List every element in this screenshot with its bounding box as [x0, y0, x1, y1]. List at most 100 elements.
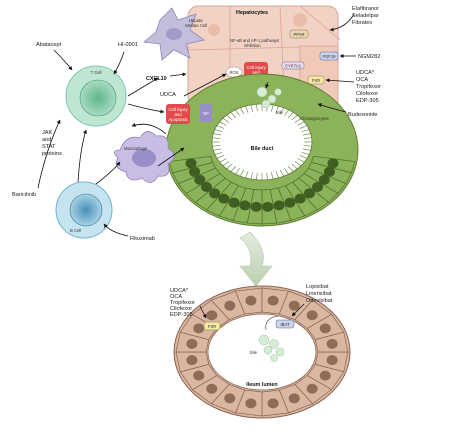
t-cell-label: T Cell: [91, 70, 102, 75]
int-udca-line-2: OCA: [170, 294, 182, 300]
cyp7a1-enzyme: CYP7A1: [281, 61, 305, 70]
elafibranor-arrow: [329, 13, 355, 32]
tcell-to-injury-arrow: [127, 103, 165, 114]
macrophage: Macrophage: [114, 131, 175, 183]
ent-cells-nucleus: [267, 398, 279, 409]
microvillus: [297, 121, 305, 126]
injury-2-line-1: Cell injury: [168, 107, 188, 112]
ent-cells-nucleus: [326, 355, 338, 366]
microvillus: [216, 125, 225, 129]
microvillus: [266, 172, 268, 180]
microvillus: [291, 163, 298, 170]
chol-cells-nucleus: [273, 200, 285, 211]
nfkb-label-2: inhibition: [244, 43, 261, 48]
transition-arrow: [239, 231, 273, 287]
ent-cells-nucleus: [224, 393, 236, 404]
microvillus: [219, 158, 227, 163]
microvillus: [284, 109, 289, 116]
jak-line-1: JAK: [42, 130, 53, 136]
ibat-drug-arrow: [291, 303, 305, 317]
microvillus: [275, 171, 279, 178]
injury-2-line-3: Apoptosis: [168, 117, 188, 122]
chol-cells-nucleus: [228, 197, 240, 208]
budesonide-label: Budesonide: [348, 112, 378, 118]
int-udca-line-5: EDP-305: [170, 312, 193, 318]
ent-cells-nucleus: [245, 295, 257, 306]
injury-2-line-2: and: [174, 112, 182, 117]
microvillus: [297, 158, 305, 163]
ent-cells-nucleus: [193, 323, 205, 334]
microvillus: [235, 168, 240, 175]
bile-bubbles: [256, 86, 282, 109]
int-udca-line-1: UDCA*: [170, 288, 189, 294]
stellate-label-2: Stellate Cell: [185, 23, 207, 28]
arrows-upper: [37, 13, 356, 237]
chol-cells-nucleus: [318, 174, 330, 185]
ent-cells-nucleus: [206, 383, 218, 394]
cxcl10-arrow: [169, 72, 187, 77]
chol-cells-nucleus: [209, 188, 221, 199]
microvillus: [279, 169, 284, 177]
chol-cells-nucleus: [327, 158, 339, 169]
ent-cells-nucleus: [186, 338, 198, 349]
jak-line-4: proteins: [42, 151, 62, 157]
elafibranor-line-1: Elafibranor: [352, 6, 379, 12]
microvillus: [294, 118, 302, 123]
udca-group-line-2: OCA: [356, 77, 368, 83]
ibat-flow-arc: [265, 315, 279, 331]
microvillus: [245, 171, 249, 178]
hi0901-label: HI-0901: [118, 42, 138, 48]
budesonide-arrow: [317, 103, 347, 113]
microvillus: [226, 114, 233, 121]
b-cell-label: B Cell: [70, 228, 81, 233]
microvillus: [291, 114, 298, 121]
ngm282-label: NGM282: [358, 54, 380, 60]
cholangiocytes-label: Cholangiocytes: [300, 116, 329, 121]
microvillus: [214, 151, 223, 155]
chol-cells-nucleus: [284, 197, 296, 208]
stellate-label-1: Hepatic: [189, 18, 203, 23]
ibat-line-2: Linerixibat: [306, 291, 332, 297]
microvilli: [212, 104, 312, 180]
int-udca-line-4: Cilofexor: [170, 306, 192, 312]
tcell-to-stellate-arrow: [127, 77, 159, 97]
microvillus: [287, 112, 294, 118]
fgf19-receptor: FGF19: [319, 51, 339, 61]
microvillus: [302, 148, 311, 151]
injury-1-line-1: Cell injury: [246, 65, 266, 70]
ent-cells-nucleus: [306, 383, 318, 394]
microvillus: [250, 172, 253, 180]
rituximab-label: Rituximab: [130, 236, 155, 242]
microvillus: [303, 137, 312, 139]
microvillus: [250, 104, 253, 112]
injury-1-line-2: and: [252, 70, 260, 75]
microvillus: [301, 129, 310, 133]
ent-cells-nucleus: [206, 310, 218, 321]
hepatocytes-label: Hepatocytes: [236, 10, 268, 16]
abatacept-arrow: [53, 49, 73, 71]
t-cell: T Cell: [65, 65, 127, 127]
bile-duct-label: Bile duct: [251, 146, 274, 152]
udca-group-line-3: Tropifexor: [356, 84, 381, 90]
ent-cells-nucleus: [319, 370, 331, 381]
chol-cells-nucleus: [218, 193, 230, 204]
cholangiocyte-cells: [168, 155, 356, 225]
udca-label: UDCA: [160, 92, 176, 98]
udca-group-line-5: EDP-305: [356, 98, 379, 104]
macrophage-to-tcell-arrow: [131, 122, 167, 135]
bile-int-label: Bile: [250, 350, 258, 355]
ibat-label: IBAT: [281, 322, 290, 327]
bile-duct-ring: Bile duct: [165, 73, 359, 227]
chol-cells-nucleus: [200, 182, 212, 193]
ros-node: ROS: [225, 66, 243, 78]
ent-cells-nucleus: [326, 338, 338, 349]
chol-cells-nucleus: [294, 193, 306, 204]
cxcl10-label: CXCL10: [146, 76, 167, 82]
microvillus: [301, 151, 310, 155]
ent-cells-nucleus: [186, 355, 198, 366]
microvillus: [226, 163, 233, 170]
microvillus: [213, 133, 222, 136]
nf-label: NF: [203, 111, 209, 116]
fxr-receptor: FXR: [307, 75, 325, 85]
